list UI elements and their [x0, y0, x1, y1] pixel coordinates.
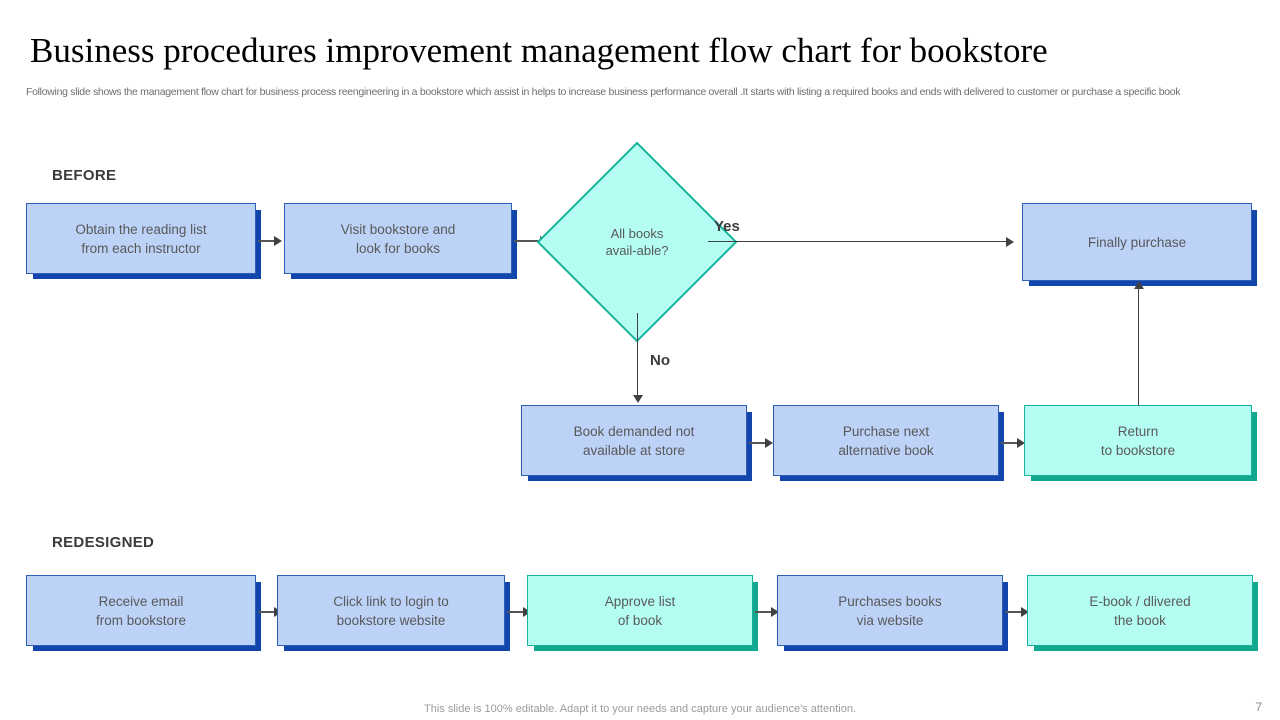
- node-book-demanded-not-available[interactable]: Book demanded not available at store: [521, 405, 747, 476]
- node-visit-bookstore[interactable]: Visit bookstore and look for books: [284, 203, 512, 274]
- node-finally-purchase[interactable]: Finally purchase: [1022, 203, 1252, 281]
- node-obtain-reading-list[interactable]: Obtain the reading list from each instru…: [26, 203, 256, 274]
- node-receive-email[interactable]: Receive email from bookstore: [26, 575, 256, 646]
- branch-label-no: No: [650, 352, 670, 369]
- connector-line-no: [637, 313, 639, 397]
- node-click-link-login[interactable]: Click link to login to bookstore website: [277, 575, 505, 646]
- connector-line-return-up: [1138, 288, 1140, 406]
- connector-line-8: [1005, 611, 1023, 613]
- node-purchase-next-alternative[interactable]: Purchase next alternative book: [773, 405, 999, 476]
- branch-label-yes: Yes: [714, 218, 740, 235]
- connector-line-7: [755, 611, 773, 613]
- node-return-to-bookstore[interactable]: Return to bookstore: [1024, 405, 1252, 476]
- connector-arrow-1: [274, 236, 282, 246]
- connector-line-1: [258, 240, 276, 242]
- footer-note: This slide is 100% editable. Adapt it to…: [424, 703, 856, 715]
- node-approve-list-of-book[interactable]: Approve list of book: [527, 575, 753, 646]
- section-label-redesigned: REDESIGNED: [52, 534, 155, 551]
- diamond-label: All books avail-able?: [605, 226, 669, 258]
- connector-line-6: [507, 611, 525, 613]
- node-purchases-books-via-website[interactable]: Purchases books via website: [777, 575, 1003, 646]
- connector-arrow-return-up: [1134, 281, 1144, 289]
- connector-arrow-3: [765, 438, 773, 448]
- section-label-before: BEFORE: [52, 167, 117, 184]
- page-title: Business procedures improvement manageme…: [30, 31, 1048, 70]
- connector-arrow-yes: [1006, 237, 1014, 247]
- page-number: 7: [1255, 700, 1262, 714]
- connector-arrow-8: [1021, 607, 1029, 617]
- connector-arrow-7: [771, 607, 779, 617]
- node-all-books-available[interactable]: All books avail-able?: [536, 141, 738, 343]
- page-subtitle: Following slide shows the management flo…: [26, 86, 1181, 98]
- connector-arrow-no: [633, 395, 643, 403]
- connector-line-4: [1001, 442, 1019, 444]
- connector-arrow-4: [1017, 438, 1025, 448]
- node-ebook-delivered[interactable]: E-book / dlivered the book: [1027, 575, 1253, 646]
- connector-line-2: [514, 240, 542, 242]
- connector-line-3: [749, 442, 767, 444]
- connector-line-5: [258, 611, 276, 613]
- connector-line-yes: [708, 241, 1008, 243]
